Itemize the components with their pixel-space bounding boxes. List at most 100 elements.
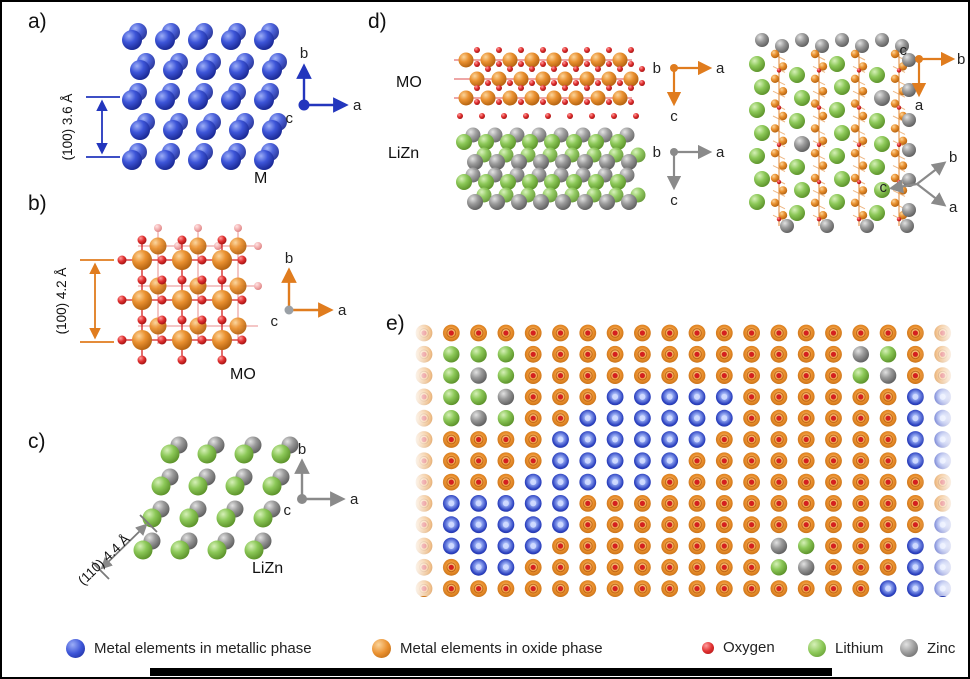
atom <box>142 508 162 528</box>
atom <box>789 113 805 129</box>
atom-ring <box>528 455 539 466</box>
atom <box>566 174 582 190</box>
atom <box>197 444 217 464</box>
atom-core <box>940 373 946 379</box>
atom-ring <box>637 583 648 594</box>
atom-core <box>939 436 946 443</box>
atom <box>858 186 868 195</box>
axis-label-a: a <box>915 97 924 114</box>
panel-a-letter: a) <box>28 10 47 33</box>
axis-origin-dot <box>298 99 310 111</box>
atom <box>172 330 192 350</box>
atom-ring <box>774 583 784 594</box>
atom-ring <box>828 434 839 445</box>
atom-core <box>667 522 673 528</box>
atom-core <box>421 564 427 570</box>
atom-ring <box>692 519 702 530</box>
atom <box>172 250 192 270</box>
atom <box>137 235 147 245</box>
atom-ring <box>746 455 757 466</box>
atom <box>540 47 546 53</box>
atom <box>810 124 820 133</box>
atom <box>457 113 463 119</box>
panel-c-axes: b a c <box>284 441 360 519</box>
atom-core <box>421 330 427 336</box>
atom-core <box>557 500 564 507</box>
atom-core <box>639 522 646 528</box>
atom <box>633 113 639 119</box>
atom-core <box>912 479 919 485</box>
atom <box>850 74 860 84</box>
atom <box>639 66 645 72</box>
atom-core <box>584 415 591 422</box>
atom-core <box>612 543 618 549</box>
atom <box>902 113 916 127</box>
atom-core <box>858 522 864 528</box>
atom <box>896 142 902 147</box>
atom <box>262 60 282 80</box>
bond <box>812 90 826 98</box>
atom-ring <box>774 328 784 338</box>
atom <box>221 150 241 170</box>
atom-core <box>503 458 509 464</box>
oxygen-sphere-icon <box>702 641 714 654</box>
axis-label-a: a <box>716 60 725 77</box>
atom-core <box>939 564 946 571</box>
atom-ring <box>610 541 620 551</box>
atom <box>491 71 507 87</box>
atom-ring <box>664 328 675 338</box>
atom <box>254 90 274 110</box>
atom <box>855 39 869 53</box>
atom-ring <box>801 455 812 466</box>
atom <box>835 33 849 47</box>
panel-c-lattice <box>133 436 299 560</box>
atom-core <box>584 479 591 486</box>
atom <box>524 90 540 106</box>
atom <box>816 142 822 147</box>
atom <box>902 173 916 187</box>
atom-core <box>584 436 591 443</box>
atom <box>776 217 782 222</box>
atom-core <box>421 522 427 528</box>
atom <box>856 217 862 222</box>
atom <box>555 194 571 210</box>
atom-ring <box>774 434 784 445</box>
atom-core <box>776 522 782 528</box>
atom <box>469 71 485 87</box>
atom-ring <box>883 434 893 445</box>
atom-core <box>503 330 509 336</box>
atom <box>902 83 916 97</box>
atom <box>780 219 794 233</box>
atom <box>122 30 142 50</box>
panel-d-lizn-axes-left: b a c <box>653 144 725 209</box>
atom-core <box>912 585 919 592</box>
atom-core <box>940 351 946 357</box>
atom-ring <box>801 413 812 424</box>
atom-core <box>557 394 564 400</box>
atom-ring <box>719 583 730 594</box>
atom <box>595 66 601 72</box>
atom-core <box>475 500 482 507</box>
axis-label-c: c <box>286 110 294 127</box>
atom <box>443 388 460 406</box>
atom-ring <box>555 413 566 424</box>
atom-core <box>530 564 536 570</box>
axis-label-a: a <box>353 97 362 114</box>
axis-label-b: b <box>957 51 965 68</box>
atom-core <box>421 394 427 400</box>
atom <box>789 159 805 175</box>
atom-ring <box>801 328 812 338</box>
atom <box>117 335 127 345</box>
atom <box>529 66 535 72</box>
atom <box>810 198 820 207</box>
atom-ring <box>446 455 457 466</box>
atom-core <box>557 330 564 336</box>
atom <box>489 154 505 170</box>
axis-c-arrow <box>888 179 918 194</box>
atom <box>776 105 782 110</box>
atom <box>540 61 546 67</box>
atom-ring <box>528 583 539 594</box>
atom-ring <box>746 349 757 360</box>
atom <box>533 154 549 170</box>
atom-ring <box>473 328 484 338</box>
